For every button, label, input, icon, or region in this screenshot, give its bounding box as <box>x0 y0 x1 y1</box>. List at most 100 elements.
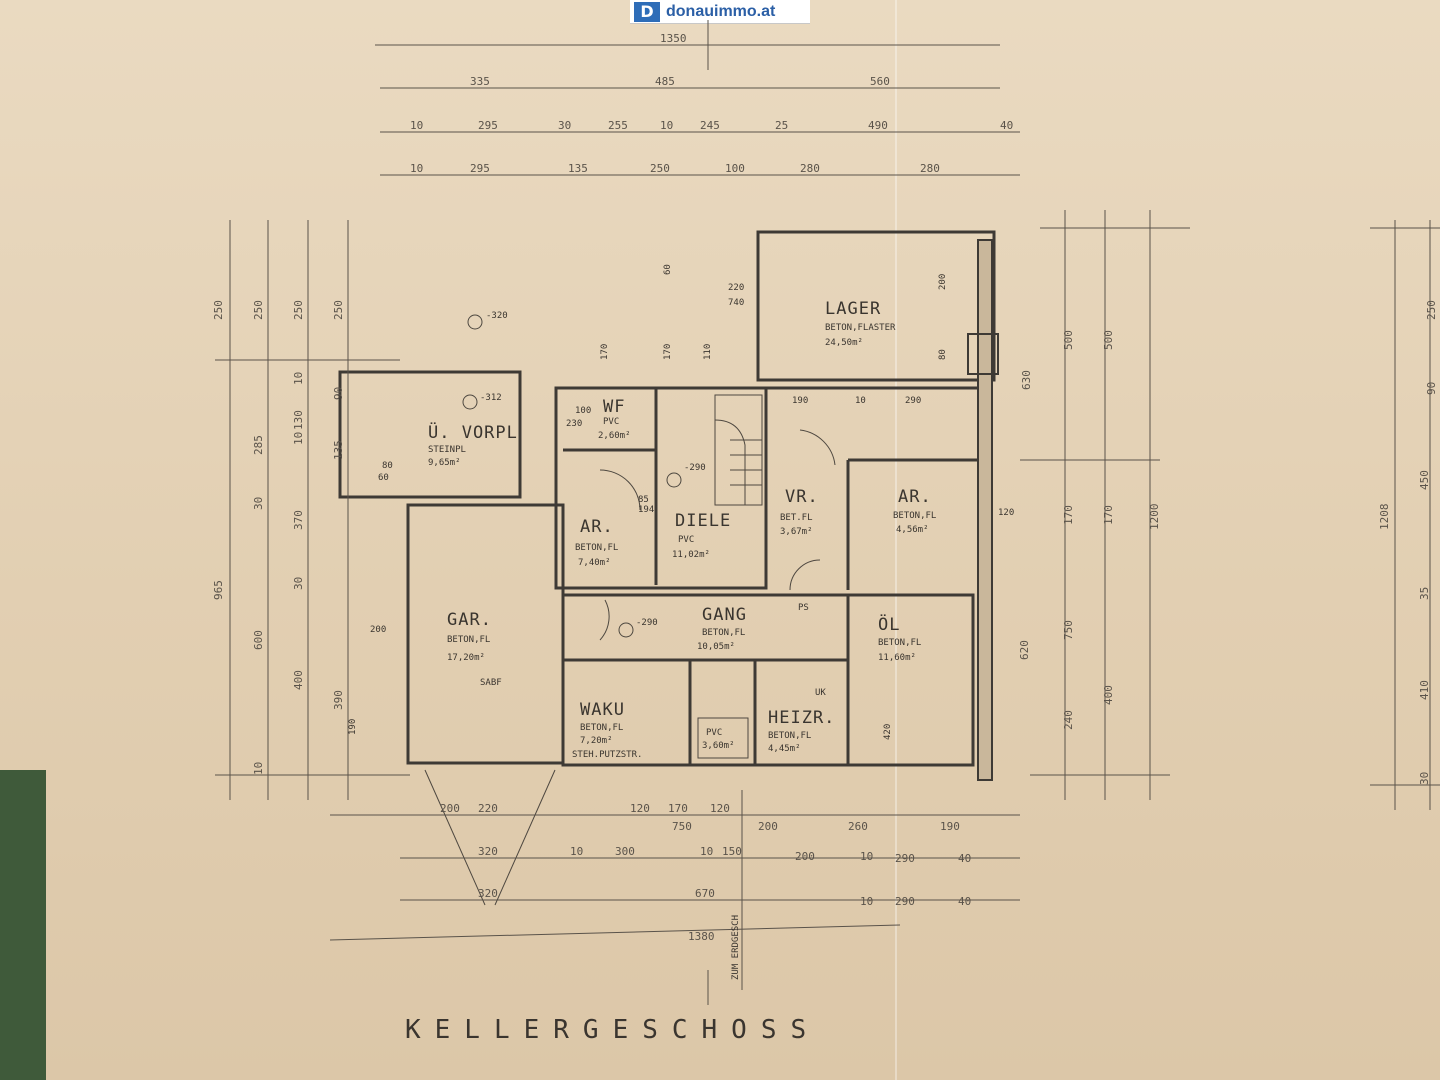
svg-text:230: 230 <box>566 419 582 429</box>
svg-text:STEH.PUTZSTR.: STEH.PUTZSTR. <box>572 750 642 760</box>
svg-text:PVC: PVC <box>678 535 694 545</box>
svg-text:40: 40 <box>1000 119 1013 132</box>
svg-text:450: 450 <box>1418 470 1431 490</box>
svg-text:400: 400 <box>292 670 305 690</box>
svg-text:220: 220 <box>478 802 498 815</box>
svg-text:7,20m²: 7,20m² <box>580 736 613 746</box>
svg-text:80: 80 <box>938 349 948 360</box>
svg-text:PS: PS <box>798 603 809 613</box>
svg-text:10: 10 <box>570 845 583 858</box>
svg-text:1350: 1350 <box>660 32 687 45</box>
svg-text:290: 290 <box>895 895 915 908</box>
room-diele: DIELE PVC 11,02m² <box>672 511 731 560</box>
staircase <box>714 394 763 506</box>
svg-text:194: 194 <box>638 505 654 515</box>
svg-text:WAKU: WAKU <box>580 700 625 720</box>
svg-text:200: 200 <box>370 625 386 635</box>
svg-text:100: 100 <box>575 406 591 416</box>
svg-text:AR.: AR. <box>898 487 932 507</box>
wall-south <box>561 593 975 767</box>
walls <box>338 230 999 781</box>
svg-text:150: 150 <box>722 845 742 858</box>
svg-text:200: 200 <box>440 802 460 815</box>
svg-text:11,60m²: 11,60m² <box>878 653 916 663</box>
bottom-dimension-labels: 200 220 120 170 120 750 200 260 190 320 … <box>440 802 971 943</box>
svg-text:24,50m²: 24,50m² <box>825 338 863 348</box>
svg-text:30: 30 <box>252 497 265 510</box>
svg-text:35: 35 <box>1418 587 1431 600</box>
right-dimension-labels: 500 170 750 240 500 1200 170 400 630 620… <box>1018 300 1438 785</box>
svg-text:BETON,FL: BETON,FL <box>580 723 623 733</box>
svg-text:420: 420 <box>883 724 893 740</box>
svg-text:GAR.: GAR. <box>447 610 492 630</box>
svg-text:670: 670 <box>695 887 715 900</box>
svg-text:2,60m²: 2,60m² <box>598 431 631 441</box>
svg-text:HEIZR.: HEIZR. <box>768 708 835 728</box>
svg-text:40: 40 <box>958 895 971 908</box>
left-dimension-labels: 250 965 250 285 30 600 400 10 250 10 130… <box>212 300 345 775</box>
svg-text:10: 10 <box>860 895 873 908</box>
svg-text:PVC: PVC <box>603 417 619 427</box>
svg-text:135: 135 <box>332 440 345 460</box>
level-marker <box>467 314 483 330</box>
plan-title: KELLERGESCHOSS <box>405 1015 820 1045</box>
svg-text:285: 285 <box>252 435 265 455</box>
svg-text:17,20m²: 17,20m² <box>447 653 485 663</box>
svg-text:290: 290 <box>895 852 915 865</box>
wall-east <box>977 239 993 781</box>
svg-text:10: 10 <box>660 119 673 132</box>
wall-center <box>554 386 768 590</box>
svg-text:3,60m²: 3,60m² <box>702 741 735 751</box>
svg-text:BET.FL: BET.FL <box>780 513 813 523</box>
logo-text: donauimmo.at <box>666 2 776 20</box>
logo-icon: D <box>634 1 660 22</box>
svg-text:255: 255 <box>608 119 628 132</box>
level-label: -290 <box>684 463 706 473</box>
svg-text:280: 280 <box>800 162 820 175</box>
svg-text:60: 60 <box>378 473 389 483</box>
top-dimension-labels: 1350 335 485 560 10 295 30 255 10 245 25… <box>410 32 1013 175</box>
svg-text:335: 335 <box>470 75 490 88</box>
svg-text:STEINPL: STEINPL <box>428 445 466 455</box>
svg-text:GANG: GANG <box>702 605 747 625</box>
svg-text:3,67m²: 3,67m² <box>780 527 813 537</box>
svg-text:500: 500 <box>1062 330 1075 350</box>
level-label: -320 <box>486 311 508 321</box>
room-vr: VR. BET.FL 3,67m² <box>780 487 818 537</box>
wall-garage <box>406 503 565 765</box>
svg-text:280: 280 <box>920 162 940 175</box>
svg-text:10: 10 <box>292 432 305 445</box>
svg-text:170: 170 <box>668 802 688 815</box>
svg-text:10: 10 <box>410 119 423 132</box>
svg-text:260: 260 <box>848 820 868 833</box>
svg-text:9,65m²: 9,65m² <box>428 458 461 468</box>
svg-text:BETON,FL: BETON,FL <box>447 635 490 645</box>
svg-text:370: 370 <box>292 510 305 530</box>
svg-text:600: 600 <box>252 630 265 650</box>
svg-text:4,45m²: 4,45m² <box>768 744 801 754</box>
svg-text:965: 965 <box>212 580 225 600</box>
level-marker <box>618 622 634 638</box>
room-heizr: HEIZR. BETON,FL 4,45m² <box>768 708 835 754</box>
svg-text:100: 100 <box>725 162 745 175</box>
room-oel: ÖL BETON,FL 11,60m² <box>878 613 921 663</box>
room-wc: PVC 3,60m² <box>697 717 749 759</box>
svg-text:80: 80 <box>382 461 393 471</box>
level-label: -290 <box>636 618 658 628</box>
svg-text:250: 250 <box>212 300 225 320</box>
svg-text:10: 10 <box>410 162 423 175</box>
svg-text:1380: 1380 <box>688 930 715 943</box>
paper-fold <box>895 0 897 1080</box>
svg-text:190: 190 <box>792 396 808 406</box>
svg-text:60: 60 <box>663 264 673 275</box>
svg-text:DIELE: DIELE <box>675 511 731 531</box>
interior-dimension-labels: 220 740 60 170 170 110 190 10 290 200 80… <box>348 264 1014 740</box>
svg-text:170: 170 <box>600 344 610 360</box>
svg-text:250: 250 <box>1425 300 1438 320</box>
svg-text:170: 170 <box>1102 505 1115 525</box>
svg-text:320: 320 <box>478 887 498 900</box>
svg-text:290: 290 <box>905 396 921 406</box>
svg-text:170: 170 <box>1062 505 1075 525</box>
svg-text:190: 190 <box>940 820 960 833</box>
